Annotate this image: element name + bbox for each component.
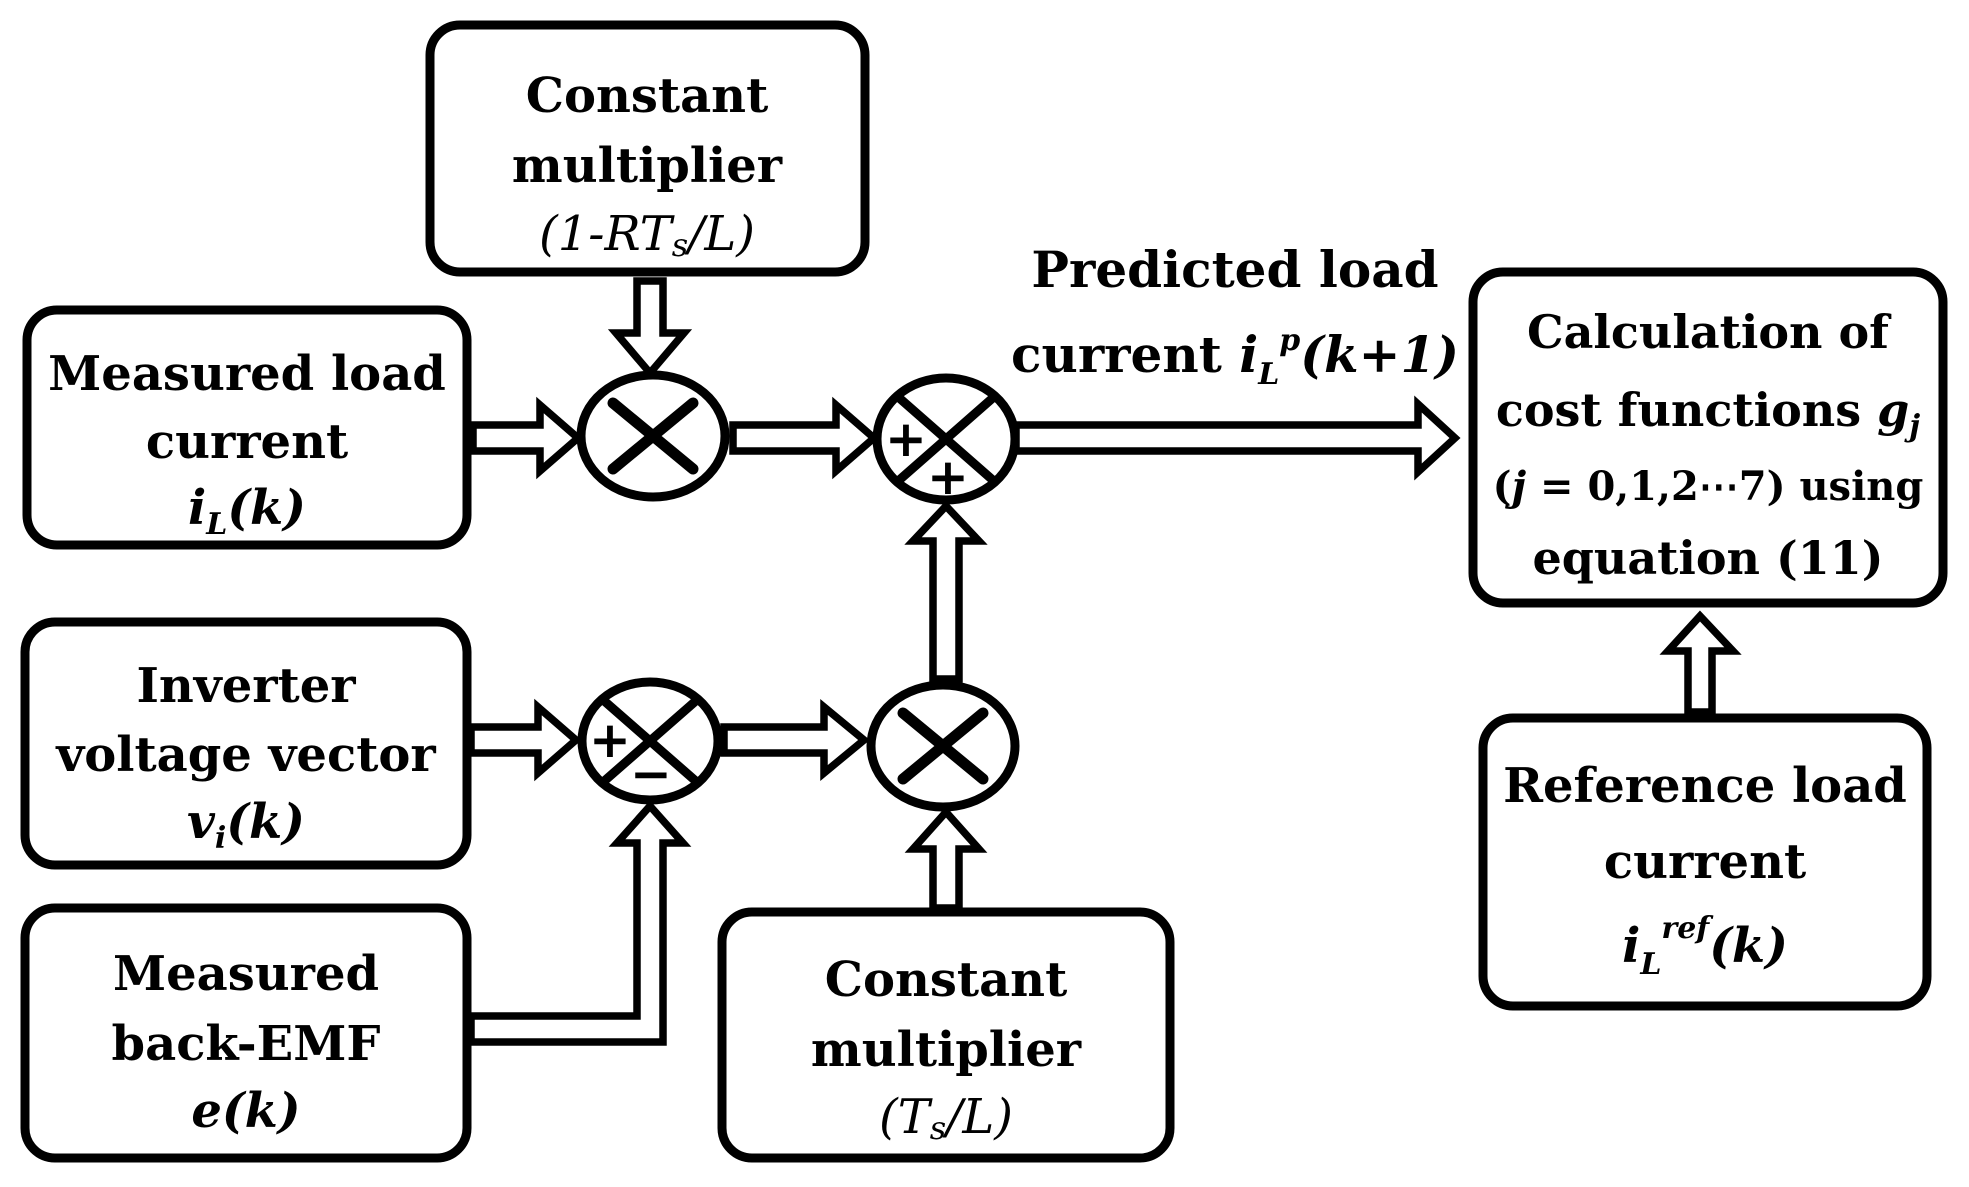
box-constant-multiplier-bottom: Constant multiplier (Ts/L) [717, 907, 1175, 1163]
multiplier-junction-2 [866, 680, 1020, 812]
arrow-sum1-to-calculation [1012, 395, 1461, 481]
multiply-icon [607, 397, 699, 475]
box-label-line2: back-EMF [112, 1016, 381, 1072]
multiply-icon [897, 707, 989, 785]
predicted-label-line1: Predicted load [1031, 240, 1438, 299]
box-label-line2: voltage vector [55, 727, 436, 783]
arrow-inverter-to-sum2 [467, 698, 582, 782]
box-measured-load-current: Measured load current iL(k) [22, 305, 472, 550]
box-formula: (1-RTs/L) [539, 206, 755, 264]
box-measured-back-emf: Measured back-EMF e(k) [20, 903, 472, 1163]
box-outline [1478, 713, 1932, 1011]
sum-cross-icon [894, 392, 998, 486]
box-constant-multiplier-top: Constant multiplier (1-RTs/L) [425, 20, 870, 277]
sum2-plus-left: + [589, 711, 631, 769]
box-label-line1: Measured [113, 946, 379, 1002]
box-label-line1: Calculation of [1527, 305, 1892, 359]
arrow-constant-top-to-multiplier1 [607, 277, 693, 379]
box-formula: (Ts/L) [879, 1089, 1013, 1147]
box-reference-load-current: Reference load current iLref(k) [1478, 713, 1932, 1011]
arrow-constant-bottom-to-multiplier2 [904, 806, 988, 912]
box-label-line3: (j = 0,1,2⋯7) using [1493, 463, 1924, 510]
box-symbol: vi(k) [187, 794, 305, 856]
box-label-line1: Reference load [1503, 758, 1907, 814]
box-label-line4: equation (11) [1532, 531, 1883, 585]
box-outline [20, 617, 472, 870]
box-label-line1: Constant [825, 952, 1067, 1008]
box-outline [22, 305, 472, 550]
box-outline [425, 20, 870, 277]
predicted-load-current-label: Predicted load current iLp(k+1) [1011, 240, 1459, 392]
sum1-plus-left: + [885, 410, 927, 468]
box-label-line2: current [1604, 834, 1806, 890]
box-symbol: iL(k) [188, 480, 306, 542]
arrow-multiplier1-to-sum1 [729, 396, 880, 480]
box-symbol: iLref(k) [1622, 911, 1788, 982]
summing-junction-1: + + [872, 373, 1020, 506]
box-label-line1: Constant [526, 68, 768, 124]
box-label-line2: current [146, 414, 348, 470]
box-label-line2: multiplier [811, 1022, 1082, 1078]
sum-cross-icon [599, 695, 701, 787]
arrow-sum2-to-multiplier2 [720, 699, 870, 781]
sum1-plus-bottom: + [927, 448, 969, 506]
box-label-line2: multiplier [512, 138, 783, 194]
box-label-line2: cost functions gj [1496, 383, 1920, 444]
box-inverter-voltage-vector: Inverter voltage vector vi(k) [20, 617, 472, 870]
box-outline [1468, 267, 1948, 608]
arrow-multiplier2-to-sum1 [904, 500, 988, 683]
predicted-label-line2: current iLp(k+1) [1011, 323, 1459, 392]
box-outline [20, 903, 472, 1163]
summing-junction-2: + − [577, 677, 723, 805]
arrow-reference-to-calculation [1659, 610, 1742, 716]
arrow-measured-load-to-multiplier1 [469, 396, 584, 480]
box-label-line1: Measured load [48, 346, 446, 402]
sum2-minus-bottom: − [630, 745, 672, 803]
box-cost-function-calculation: Calculation of cost functions gj (j = 0,… [1468, 267, 1948, 608]
arrow-back-emf-to-sum2 [467, 800, 692, 1046]
box-label-line1: Inverter [136, 658, 356, 714]
box-symbol: e(k) [191, 1083, 300, 1139]
box-outline [717, 907, 1175, 1163]
multiplier-junction-1 [576, 370, 730, 502]
